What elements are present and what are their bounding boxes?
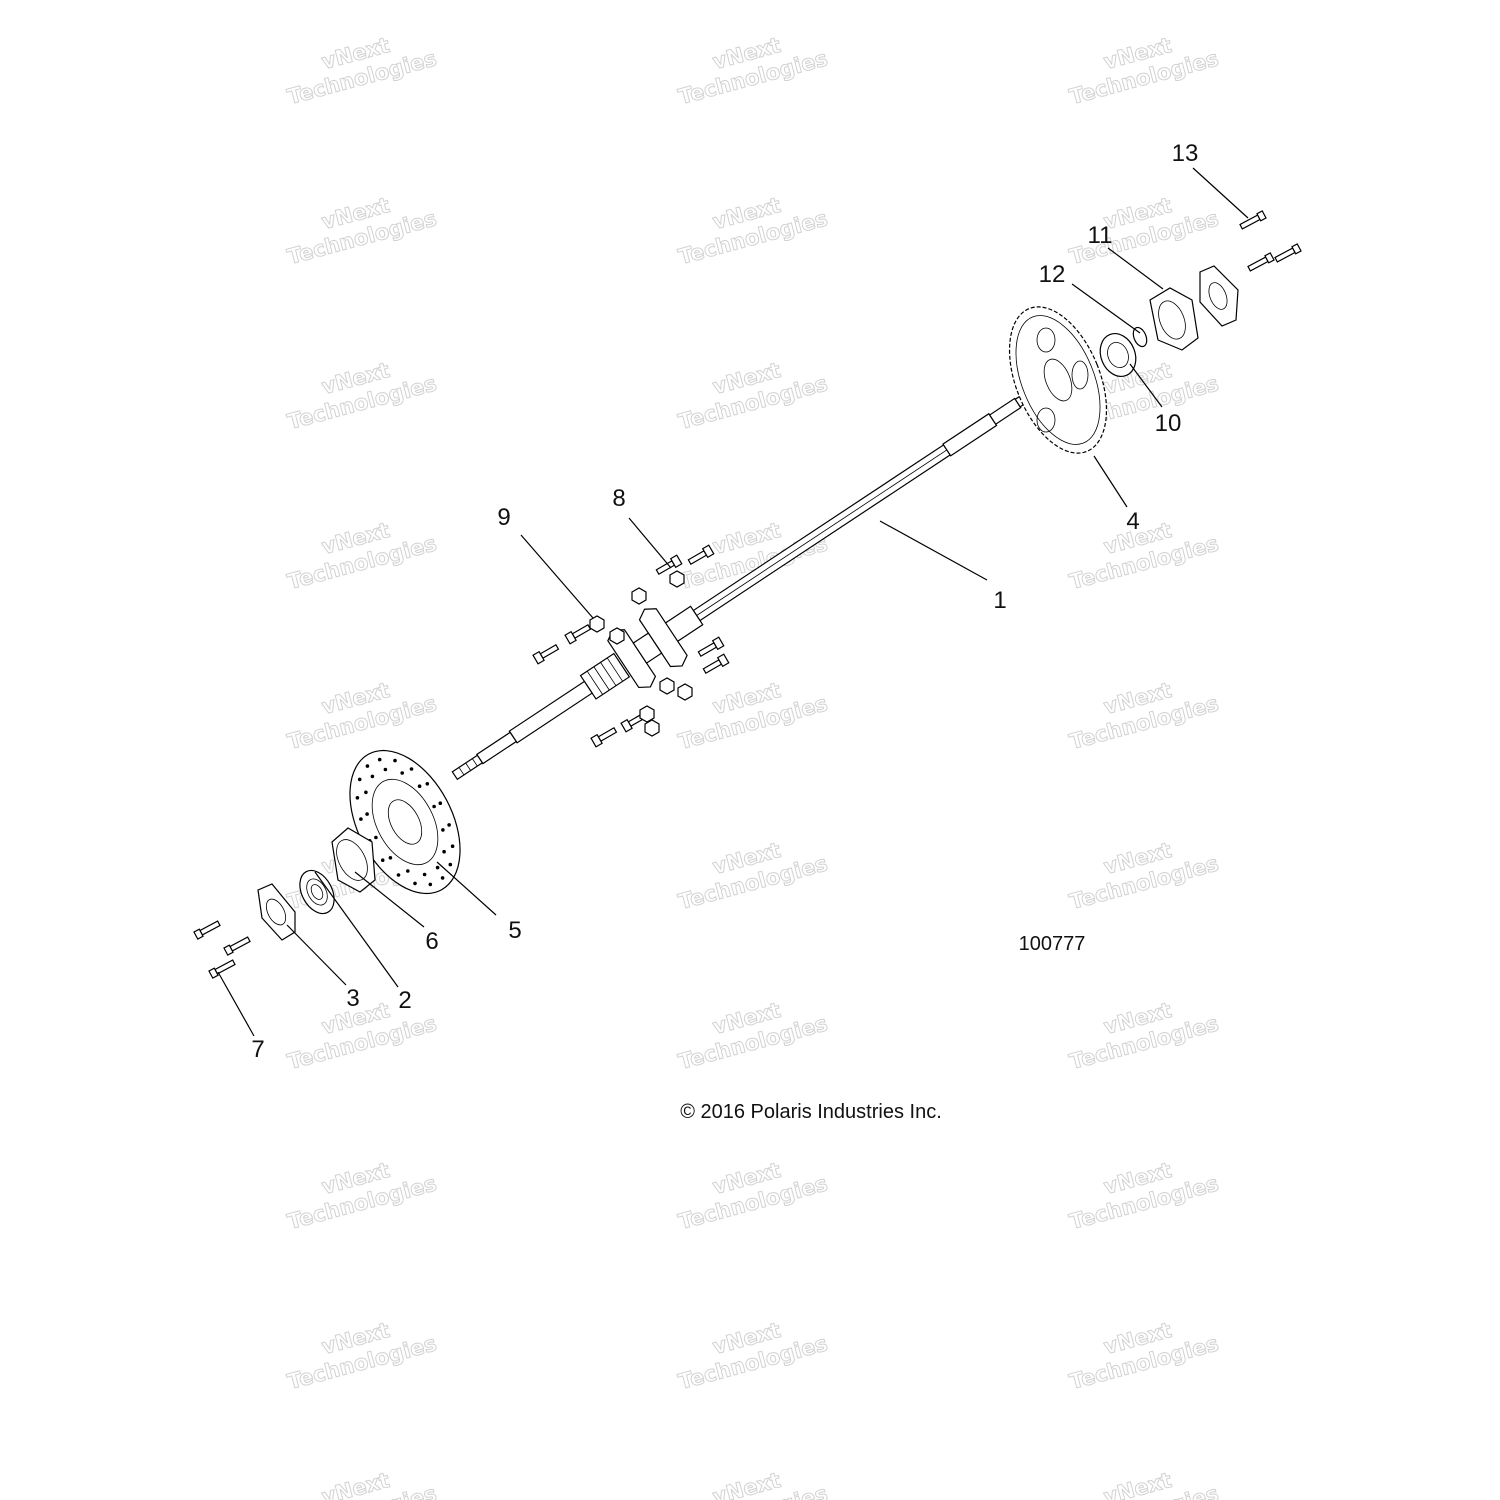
callout-12: 12 <box>1039 261 1066 288</box>
disc-hole <box>450 844 455 848</box>
figure-number: 100777 <box>1019 933 1086 955</box>
disc-hole <box>417 784 422 788</box>
disc-hole <box>365 764 370 768</box>
copyright-notice: © 2016 Polaris Industries Inc. <box>680 1101 942 1123</box>
disc-hole <box>428 882 433 887</box>
disc-hole <box>364 790 368 795</box>
disc-hole <box>432 804 436 809</box>
disc-hole <box>365 812 369 816</box>
snap-ring <box>1132 326 1148 348</box>
disc-hole <box>425 782 430 786</box>
disc-hole <box>406 869 410 873</box>
callout-7: 7 <box>251 1036 264 1063</box>
bolts-right <box>1239 210 1302 272</box>
disc-hole <box>442 849 446 854</box>
disc-hole <box>422 872 427 877</box>
bearing-housing-right <box>1149 287 1199 351</box>
callout-2: 2 <box>398 987 411 1014</box>
callouts: 1 2 3 4 5 6 7 8 9 10 11 12 13 <box>251 140 1198 1063</box>
disc-hole <box>448 862 453 867</box>
callout-10: 10 <box>1155 410 1182 437</box>
disc-hole <box>370 774 375 779</box>
disc-hole <box>441 828 445 832</box>
flange-bolts <box>532 544 730 748</box>
disc-hole <box>359 817 363 821</box>
disc-hole <box>374 835 378 840</box>
disc-hole <box>357 777 362 782</box>
disc-hole <box>396 873 401 877</box>
disc-hole <box>388 856 393 860</box>
disc-hole <box>438 801 443 805</box>
disc-hole <box>435 865 440 870</box>
callout-8: 8 <box>612 485 625 512</box>
callout-1: 1 <box>993 587 1006 614</box>
flange-plate-right <box>1199 265 1239 327</box>
callout-4: 4 <box>1126 508 1139 535</box>
disc-hole <box>447 823 451 827</box>
disc-hole <box>377 757 382 762</box>
flange-nuts <box>589 570 693 737</box>
bearing-right <box>1099 333 1137 377</box>
bolts-left <box>193 920 251 979</box>
disc-hole <box>383 767 388 772</box>
disc-hole <box>409 767 414 771</box>
callout-3: 3 <box>346 985 359 1012</box>
disc-hole <box>413 881 417 886</box>
callout-6: 6 <box>425 928 438 955</box>
sprocket <box>1008 306 1108 454</box>
bearing-housing-left <box>331 827 376 893</box>
callout-9: 9 <box>497 504 510 531</box>
disc-hole <box>400 771 405 775</box>
disc-hole <box>440 876 445 880</box>
leader-lines <box>217 167 1249 1037</box>
callout-11: 11 <box>1088 222 1113 249</box>
bearing-left <box>299 869 335 915</box>
disc-hole <box>393 758 397 763</box>
disc-hole <box>380 858 385 862</box>
callout-13: 13 <box>1172 140 1199 167</box>
callout-5: 5 <box>508 917 521 944</box>
axle-shaft <box>451 388 1037 781</box>
disc-hole <box>355 796 360 800</box>
flange-plate-left <box>257 883 296 941</box>
